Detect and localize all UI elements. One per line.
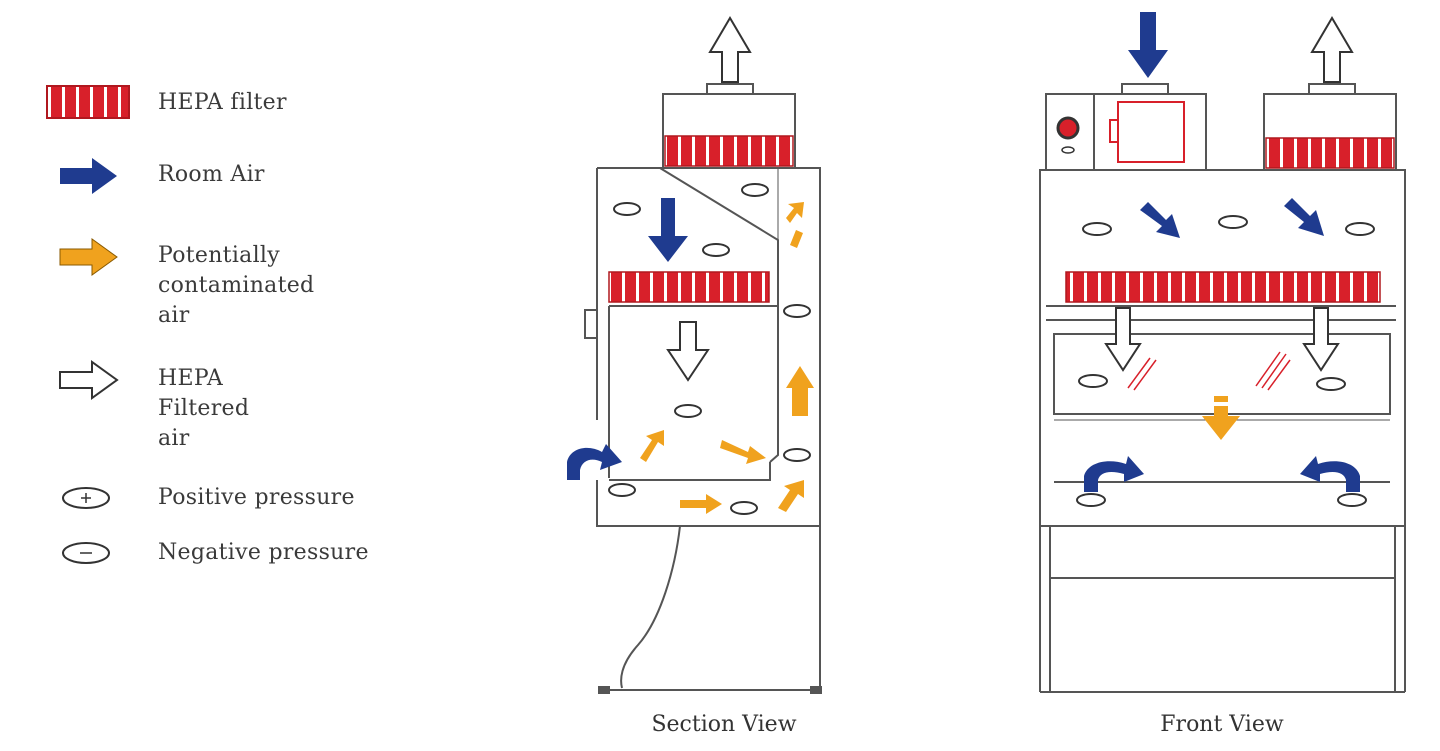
front-exhaust-hepa-filter: [1265, 137, 1395, 169]
front-blower-motor: [1109, 101, 1185, 163]
legend-hepa-filter-label: HEPA filter: [158, 90, 287, 115]
legend-contaminated-air-arrow-icon: [59, 238, 118, 276]
legend-positive-pressure-icon: [62, 487, 110, 509]
section-room-air-inflow-arrow-icon: [567, 444, 622, 480]
legend-negative-pressure-icon: [62, 542, 110, 564]
section-room-air-down-arrow-icon: [648, 198, 688, 262]
front-filtered-down-left-arrow-icon: [1104, 307, 1142, 372]
front-room-air-inflow-right-arrow-icon: [1300, 456, 1360, 492]
legend-contaminated-air-label: Potentially contaminated air: [158, 243, 315, 328]
legend-filtered-air-label: HEPA Filtered air: [158, 366, 250, 451]
legend-room-air-label: Room Air: [158, 162, 265, 187]
legend-negative-pressure-label: Negative pressure: [158, 540, 369, 565]
section-view-label: Section View: [651, 712, 797, 737]
legend-positive-pressure-label: Positive pressure: [158, 485, 355, 510]
front-room-air-diagonal-left-arrow-icon: [1140, 202, 1180, 238]
section-exhaust-hepa-filter: [664, 135, 794, 167]
front-view-cabinet: [1039, 83, 1406, 693]
legend-room-air-arrow-icon: [60, 158, 117, 194]
front-room-air-diagonal-right-arrow-icon: [1284, 198, 1324, 236]
section-pressure-indicators: [608, 183, 811, 515]
front-contaminated-down-arrow-icon: [1202, 396, 1240, 440]
front-downflow-hepa-filter: [1065, 271, 1381, 303]
section-contaminated-air-arrows: [640, 202, 814, 514]
section-exhaust-arrow-icon: [708, 16, 752, 83]
front-exhaust-arrow-icon: [1310, 16, 1354, 83]
front-sash-glass-marks: [1127, 351, 1291, 391]
section-view-cabinet: [584, 83, 822, 691]
section-downflow-hepa-filter: [608, 271, 770, 303]
legend-hepa-filter-icon: [46, 85, 130, 119]
section-filtered-down-arrow-icon: [666, 321, 710, 382]
front-pressure-gauge-icon: [1056, 116, 1080, 154]
legend-filtered-air-arrow-icon: [59, 360, 119, 400]
front-room-air-inflow-left-arrow-icon: [1084, 456, 1144, 492]
front-pressure-indicators: [1076, 215, 1375, 507]
front-room-air-intake-arrow-icon: [1128, 12, 1168, 78]
front-filtered-down-right-arrow-icon: [1302, 307, 1340, 372]
front-view-label: Front View: [1160, 712, 1284, 737]
